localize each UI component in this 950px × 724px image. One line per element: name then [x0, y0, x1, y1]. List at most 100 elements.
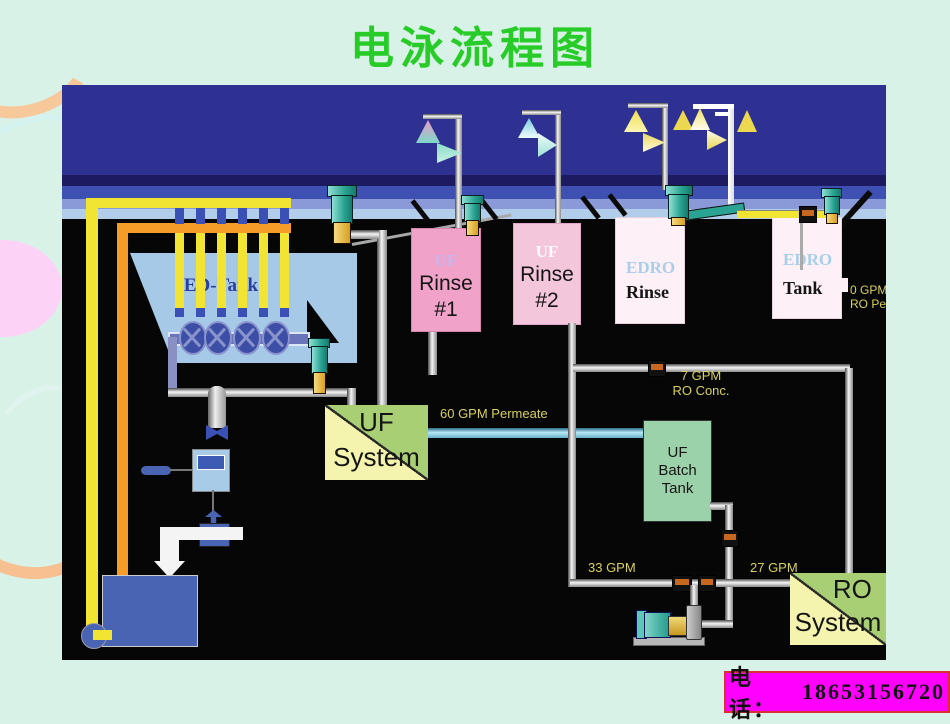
- pump-coupling: [668, 616, 688, 636]
- uf-batch-label: Tank: [661, 480, 694, 497]
- anode-bar: [175, 233, 184, 308]
- flow-label-line: 0 GPM: [850, 283, 886, 297]
- flow-label-27gpm: 27 GPM: [750, 560, 798, 575]
- flag-pole-arm: [693, 104, 734, 109]
- waste-tank: [102, 575, 198, 647]
- anode-tip: [175, 308, 184, 317]
- tank-uf-rinse-2: UF Rinse #2: [513, 223, 581, 325]
- agitator-icon: [262, 321, 290, 355]
- anode-hanger: [259, 208, 268, 224]
- filter-bow-icon: [206, 425, 228, 440]
- rail-fitting: [799, 206, 817, 223]
- anode-bar: [259, 233, 268, 308]
- uf-batch-label: Batch: [658, 462, 697, 479]
- tank-label-sub: EDRO: [626, 258, 676, 277]
- pump-motor-body: [644, 612, 671, 638]
- anode-tip: [280, 308, 289, 317]
- pump-discharge-pipe: [690, 585, 698, 608]
- filter-cartridge: [208, 386, 226, 428]
- flag-pole: [662, 103, 668, 190]
- anode-tip: [238, 308, 247, 317]
- valve-icon: [668, 194, 689, 219]
- flag-pole: [455, 114, 462, 228]
- tank-label-sub: EDRO: [783, 250, 833, 269]
- flag-pole-arm: [628, 103, 668, 108]
- flow-label-line: RO Conc.: [672, 383, 730, 398]
- lever-wire: [170, 469, 192, 471]
- decor-pink-ellipse: [0, 240, 62, 337]
- controller-wire: [212, 490, 214, 511]
- controller-screen: [197, 455, 225, 470]
- uf-feed-post-1: [347, 388, 356, 406]
- anode-tip: [259, 308, 268, 317]
- edro-tank-bracket: [840, 278, 848, 292]
- uf-batch-label: UF: [667, 444, 688, 461]
- ro-feed-down-pipe: [845, 368, 853, 575]
- uf-feed-post-2: [377, 230, 387, 406]
- tank-uf-rinse-1: UF Rinse #1: [411, 228, 481, 332]
- pipe-fitting: [648, 360, 666, 377]
- flow-label-7gpm: 7 GPM RO Conc.: [656, 368, 746, 398]
- pipe-fitting: [698, 575, 716, 592]
- tank-label: Tank: [783, 278, 823, 298]
- drain-stub: [93, 630, 112, 640]
- agitator-drop-pipe: [168, 337, 177, 391]
- tank-label-sub: UF: [535, 242, 559, 261]
- tank-label: Rinse: [419, 272, 473, 295]
- permeate-pipe: [428, 428, 649, 438]
- rinse2-down-pipe: [568, 323, 576, 587]
- flow-label-33gpm: 33 GPM: [588, 560, 636, 575]
- anode-bar: [196, 233, 205, 308]
- transfer-rail-yellow: [737, 210, 838, 218]
- flag-pole-arm: [522, 110, 561, 115]
- phone-number: 18653156720: [802, 679, 945, 704]
- tank-label: #1: [434, 298, 458, 322]
- flow-label-line: 7 GPM: [680, 368, 722, 383]
- uf-system-label: UF: [359, 407, 394, 437]
- sky-band: [62, 85, 886, 175]
- tank-label: Rinse: [520, 263, 574, 286]
- ro-conc-pipe: [573, 364, 850, 372]
- valve-icon: [311, 346, 328, 374]
- phone-label: 电话：: [729, 665, 778, 722]
- agitator-icon: [204, 321, 232, 355]
- valve-actuator-icon: [333, 222, 351, 244]
- pump-suction-elbow: [700, 620, 733, 628]
- ro-system-label: System: [794, 607, 882, 637]
- agitator-icon: [233, 321, 261, 355]
- up-arrow-icon: [205, 510, 222, 524]
- tank-edro-rinse: EDRO Rinse: [615, 217, 685, 324]
- process-diagram: ED-Tank: [62, 85, 886, 660]
- rinse1-return-pipe: [347, 230, 379, 239]
- anode-tip: [217, 308, 226, 317]
- dump-pipe-vertical: [160, 527, 179, 563]
- flag-dash: [715, 112, 730, 116]
- valve-actuator-icon: [826, 213, 838, 224]
- anode-bar: [217, 233, 226, 308]
- flag-pole-arm: [423, 114, 462, 119]
- rinse1-drop-pipe: [428, 330, 437, 375]
- uf-batch-tank-box: UF Batch Tank: [643, 420, 712, 522]
- anode-hanger: [196, 208, 205, 224]
- tank-label: #2: [535, 289, 559, 313]
- uf-system-label: System: [333, 442, 420, 472]
- valve-actuator-icon: [313, 372, 326, 394]
- flow-label-60gpm: 60 GPM Permeate: [440, 406, 548, 421]
- flag-pole: [728, 104, 734, 210]
- ro-system-box: RO System: [790, 573, 886, 645]
- anode-hanger: [175, 208, 184, 224]
- flow-label-line: RO Perm: [850, 297, 886, 311]
- frame-leg-orange: [117, 223, 128, 575]
- anode-hanger: [280, 208, 289, 224]
- pipe-fitting: [721, 530, 739, 547]
- tank-edro-tank: EDRO Tank: [772, 217, 842, 319]
- anode-bar: [238, 233, 247, 308]
- pipe-fitting: [672, 575, 692, 592]
- anode-hanger: [238, 208, 247, 224]
- frame-rail-orange: [117, 223, 291, 233]
- horizon-band-navy: [62, 175, 886, 186]
- valve-actuator-icon: [466, 220, 479, 236]
- ro-system-label: RO: [832, 574, 872, 604]
- batch-down-pipe: [725, 505, 733, 628]
